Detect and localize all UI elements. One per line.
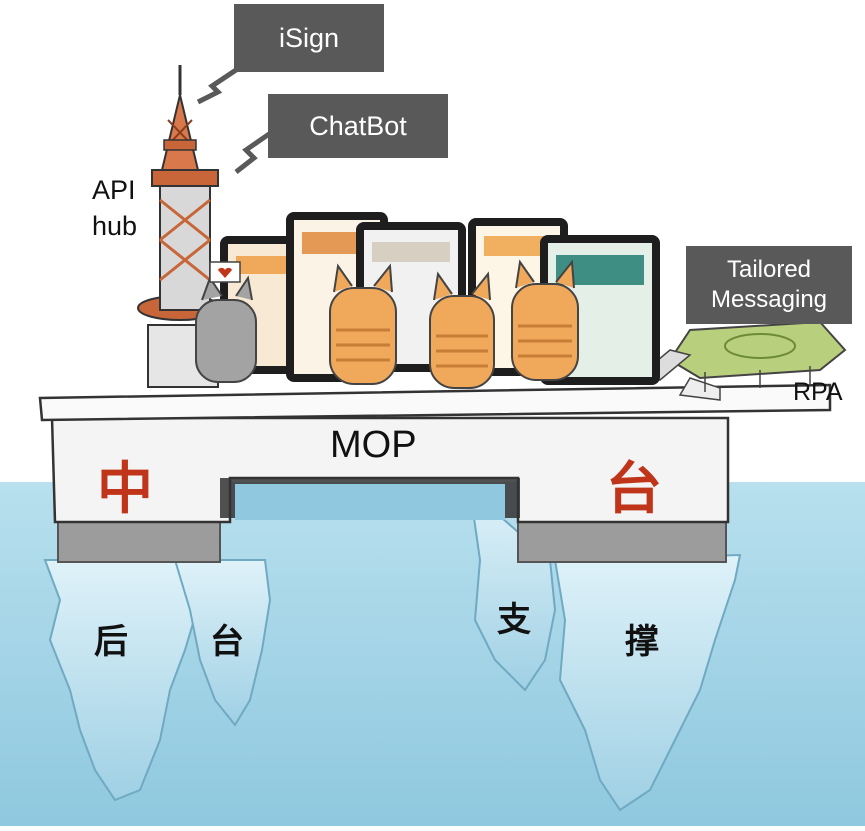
api-text: API <box>92 175 136 205</box>
iceberg-char-a: 后 <box>94 622 128 662</box>
platform-deck <box>38 383 832 422</box>
signal-bolt-1 <box>196 67 238 105</box>
iceberg-char-c: 支 <box>497 600 531 640</box>
rpa-label: RPA <box>793 378 843 406</box>
chatbot-callout: ChatBot <box>268 94 448 158</box>
isign-label: iSign <box>278 22 340 53</box>
api-hub-label: API hub <box>92 172 137 244</box>
isign-callout: iSign <box>234 4 384 72</box>
platform-underside-gap-inner <box>235 484 505 520</box>
platform-leg-right <box>517 519 727 563</box>
tailored-messaging-callout: Tailored Messaging <box>686 246 852 324</box>
hub-text: hub <box>92 211 138 241</box>
chatbot-label: ChatBot <box>309 110 407 141</box>
iceberg-char-d: 撑 <box>625 622 659 662</box>
cat-orange-1 <box>329 263 397 385</box>
tailored-label: Tailored <box>726 256 812 283</box>
iceberg-char-b: 台 <box>210 622 244 662</box>
signal-bolt-2 <box>234 129 274 174</box>
mop-label: MOP <box>330 424 417 466</box>
platform-leg-left <box>57 519 221 563</box>
cat-orange-2 <box>429 271 495 389</box>
iceberg-left <box>43 559 272 802</box>
platform-char-left: 中 <box>97 457 153 522</box>
platform-char-right: 台 <box>606 457 662 522</box>
cat-gray <box>195 261 257 383</box>
cat-orange-3 <box>511 259 579 381</box>
messaging-label: Messaging <box>710 286 828 313</box>
iceberg-right <box>468 487 742 812</box>
